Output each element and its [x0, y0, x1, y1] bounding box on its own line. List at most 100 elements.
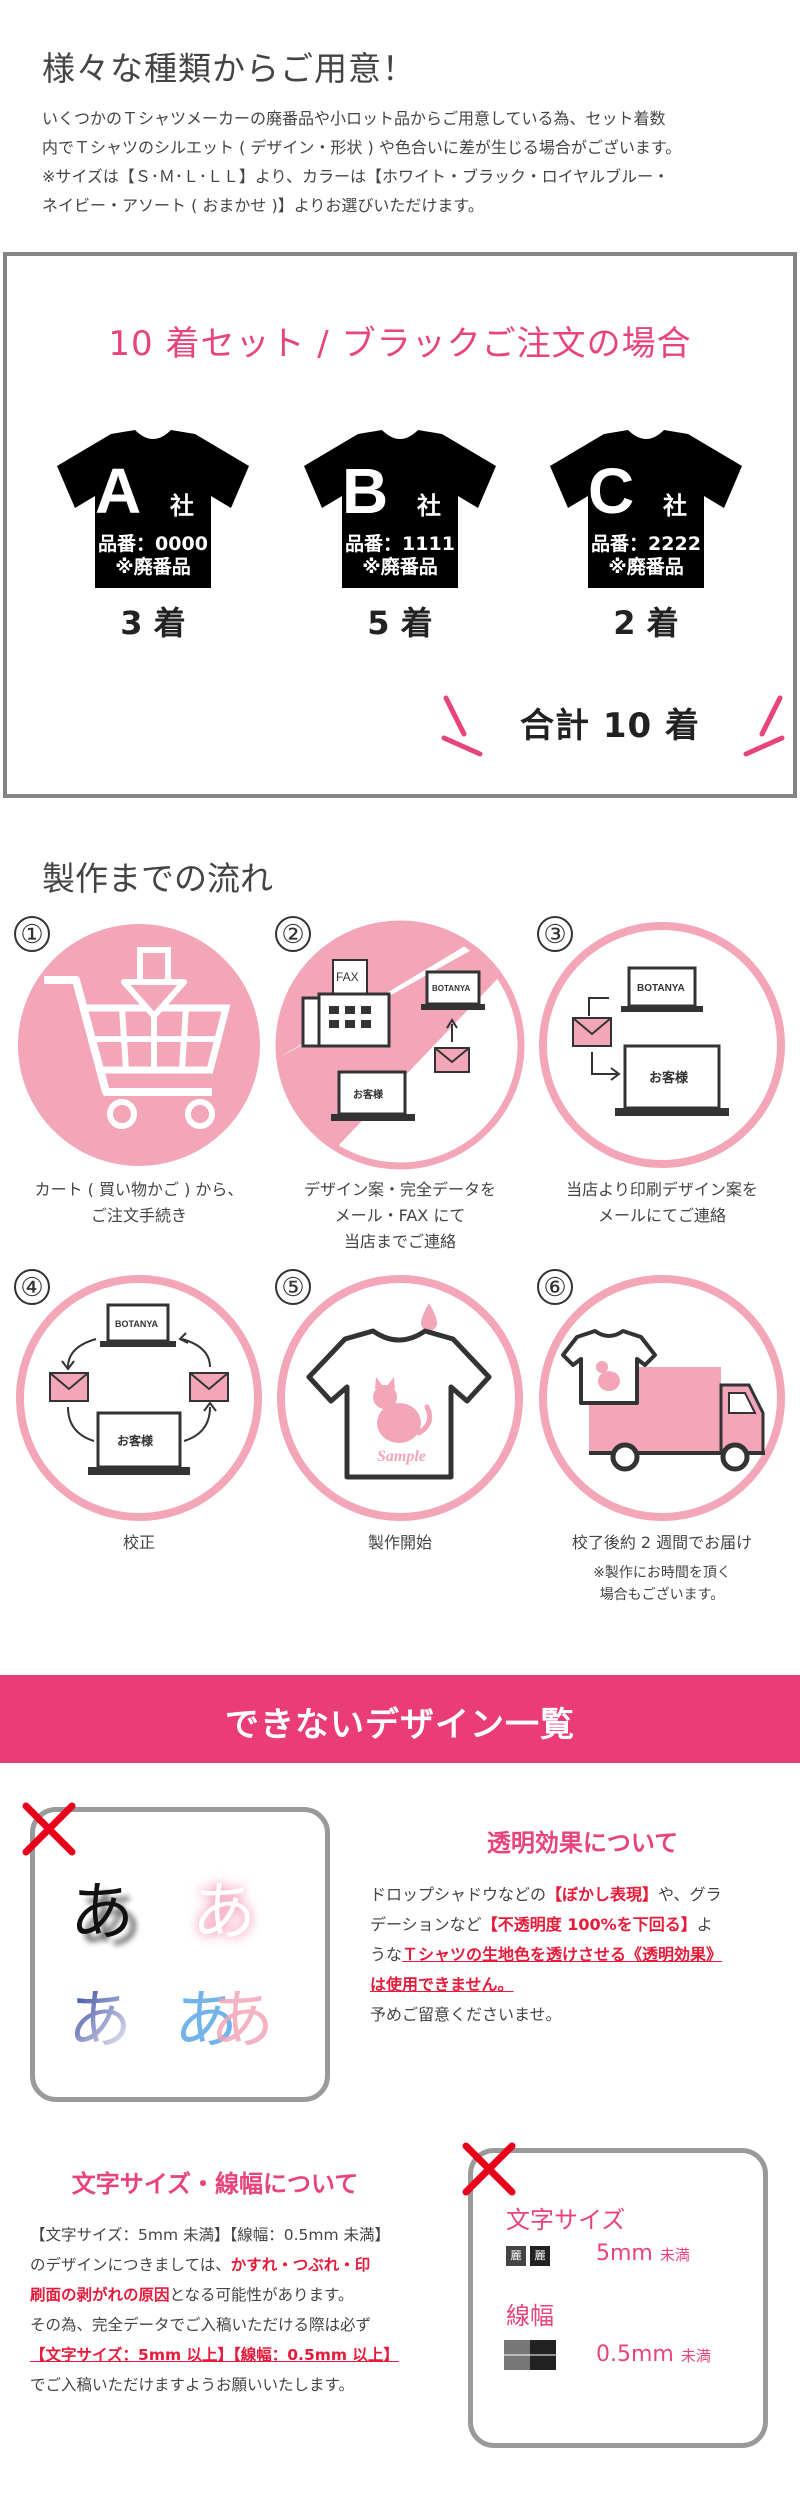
tshirt-a: A 社 品番：0000 ※廃番品: [53, 426, 253, 588]
text: 予めご留意くださいませ。: [370, 2005, 562, 2024]
unit: 未満: [680, 2347, 711, 2365]
size-line: 刷面の剥がれの原因となる可能性があります。: [30, 2280, 450, 2310]
step-note-line: 場合もございます。: [599, 1587, 725, 1603]
ng-banner-title: できないデザイン一覧: [225, 1705, 575, 1745]
step-number: ③: [537, 916, 573, 952]
step-caption-line: ご注文手続き: [90, 1206, 187, 1225]
step-note: ※製作にお時間を頂く 場合もございます。: [532, 1562, 792, 1606]
tshirt-b: B 社 品番：1111 ※廃番品: [300, 426, 500, 588]
sample-label: Sample: [377, 1448, 426, 1465]
shop-label: BOTANYA: [115, 1319, 159, 1329]
intro-line: いくつかのＴシャツメーカーの廃番品や小ロット品からご用意している為、セット着数: [42, 109, 666, 128]
intro-body: いくつかのＴシャツメーカーの廃番品や小ロット品からご用意している為、セット着数 …: [42, 104, 758, 220]
transparency-line: は使用できません。: [370, 1970, 780, 2000]
shirt-number: 品番：0000: [98, 533, 208, 555]
step-caption-line: 当店より印刷デザイン案を: [566, 1180, 758, 1199]
shirt-qty: 5 着: [367, 604, 433, 642]
customer-label: お客様: [353, 1088, 384, 1101]
size-heading: 文字サイズ・線幅について: [71, 2170, 359, 2198]
text-emphasis: 【ぼかし表現】: [546, 1885, 659, 1904]
tshirt-icon: [304, 430, 496, 588]
shirt-number: 品番：2222: [591, 533, 701, 555]
transparency-line: デーションなど【不透明度 100%を下回る】よ: [370, 1910, 780, 1940]
tshirt-print-icon: Sample: [277, 1275, 523, 1521]
line-width-label: 線幅: [506, 2302, 554, 2330]
example-title: 10 着セット / ブラックご注文の場合: [108, 324, 692, 364]
shirt-qty: 3 着: [120, 604, 186, 642]
step-caption: デザイン案・完全データを メール・FAX にて 当店までご連絡: [270, 1177, 530, 1255]
sample-glyph-overlap-2: あ: [210, 1984, 274, 2058]
tshirt-icon: [57, 430, 249, 588]
shirt-qty: 2 着: [613, 604, 679, 642]
sample-glyph-gradient: あ: [68, 1984, 132, 2058]
small-text-sample: 麗: [506, 2246, 526, 2266]
proof-cycle-icon: BOTANYA お客様: [16, 1275, 262, 1521]
size-line: 【文字サイズ：5mm 以上】【線幅：0.5mm 以上】: [30, 2340, 450, 2370]
shirt-letter: C: [588, 455, 635, 527]
shirt-company: 社: [170, 492, 194, 520]
fax-label: FAX: [336, 970, 359, 984]
shirt-company: 社: [417, 492, 441, 520]
step-caption-line: メールにてご連絡: [597, 1206, 726, 1225]
fax-mail-icon: FAX BOTANYA お客様: [275, 920, 525, 1170]
step-number: ⑤: [275, 1269, 311, 1305]
unit: 未満: [659, 2246, 690, 2264]
size-body: 【文字サイズ：5mm 未満】【線幅：0.5mm 未満】 のデザインにつきましては…: [30, 2220, 450, 2400]
size-line: その為、完全データでご入稿いただける際は必ず: [30, 2316, 372, 2334]
value: 0.5mm: [596, 2342, 674, 2367]
step-caption: 製作開始: [270, 1530, 530, 1556]
emphasis-lines-left-icon: [441, 695, 483, 757]
step-caption: 当店より印刷デザイン案を メールにてご連絡: [532, 1177, 792, 1229]
transparency-line: 予めご留意くださいませ。: [370, 2000, 780, 2030]
text-emphasis: 刷面の剥がれの原因: [30, 2286, 170, 2304]
thin-line-sample-icon: [504, 2340, 556, 2370]
text-size-label: 文字サイズ: [506, 2206, 626, 2234]
step-caption-line: 製作開始: [367, 1533, 432, 1552]
sample-glyph-shadow: あ: [78, 1884, 142, 1958]
sample-glyph-overlap-1: あ: [174, 1984, 238, 2058]
transparency-heading: 透明効果について: [486, 1829, 679, 1857]
text-emphasis: 【文字サイズ：5mm 以上】【線幅：0.5mm 以上】: [30, 2346, 399, 2364]
size-line: 【文字サイズ：5mm 未満】【線幅：0.5mm 未満】: [30, 2226, 391, 2244]
shirt-number: 品番：1111: [345, 533, 455, 555]
text: デーションなど: [370, 1915, 482, 1934]
line-width-value: 0.5mm 未満: [596, 2342, 711, 2367]
step-caption-line: メール・FAX にて: [334, 1206, 466, 1225]
shirt-company: 社: [663, 492, 687, 520]
small-text-sample: 麗: [530, 2246, 550, 2266]
shirt-letter: A: [95, 455, 142, 527]
transparency-samples: あ あ あ あ あ あ あ: [68, 1876, 274, 2058]
tshirt-c: C 社 品番：2222 ※廃番品: [546, 426, 746, 588]
intro-line: ネイビー・アソート ( おまかせ )】よりお選びいただけます。: [42, 196, 484, 215]
step-caption: カート ( 買い物かご ) から、 ご注文手続き: [9, 1177, 269, 1229]
text-size-value: 5mm 未満: [596, 2241, 690, 2266]
step-caption-line: デザイン案・完全データを: [303, 1180, 496, 1199]
mail-to-customer-icon: BOTANYA お客様: [539, 922, 785, 1168]
shirt-note: ※廃番品: [115, 556, 191, 578]
total-quantity: 合計 10 着: [520, 706, 700, 746]
transparency-line: うなＴシャツの生地色を透けさせる《透明効果》: [370, 1940, 780, 1970]
text: のデザインにつきましては、: [30, 2256, 231, 2274]
size-line: のデザインにつきましては、かすれ・つぶれ・印: [30, 2250, 450, 2280]
sample-glyph-glow: あ: [192, 1876, 256, 1950]
cart-icon: [18, 924, 260, 1166]
step-caption-line: 校了後約 2 週間でお届け: [571, 1533, 753, 1552]
step-caption-line: カート ( 買い物かご ) から、: [34, 1180, 244, 1199]
ng-cross-icon: [22, 1802, 76, 1856]
text-emphasis: は使用できません。: [370, 1975, 514, 1994]
shop-label: BOTANYA: [637, 983, 685, 994]
text: ドロップシャドウなどの: [370, 1885, 547, 1904]
text-emphasis: かすれ・つぶれ・印: [230, 2256, 371, 2274]
value: 5mm: [596, 2241, 653, 2266]
emphasis-lines-right-icon: [743, 695, 785, 757]
transparency-line: ドロップシャドウなどの【ぼかし表現】や、グラ: [370, 1880, 780, 1910]
step-number: ⑥: [537, 1269, 573, 1305]
step-caption: 校正: [9, 1530, 269, 1556]
text: うな: [370, 1945, 403, 1964]
text-emphasis: Ｔシャツの生地色を透けさせる《透明効果》: [402, 1945, 723, 1964]
intro-line: ※サイズは【Ｓ･Ｍ･Ｌ･ＬＬ】より、カラーは【ホワイト・ブラック・ロイヤルブルー…: [42, 167, 670, 186]
transparency-body: ドロップシャドウなどの【ぼかし表現】や、グラ デーションなど【不透明度 100%…: [370, 1880, 780, 2030]
shirt-note: ※廃番品: [608, 556, 684, 578]
step-number: ①: [14, 916, 50, 952]
text: や、グラ: [658, 1885, 722, 1904]
